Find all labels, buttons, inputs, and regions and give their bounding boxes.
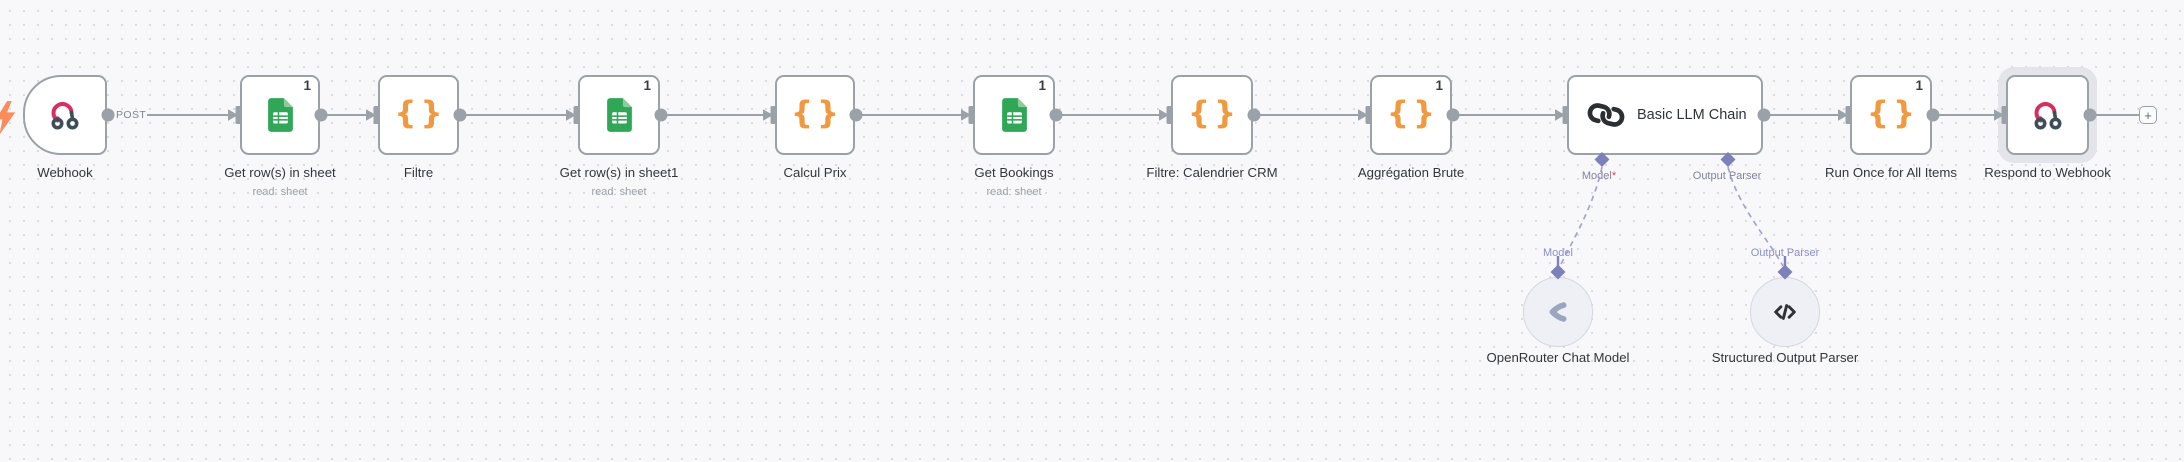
model-connector-label: Model [1543,247,1573,259]
node-subtitle: read: sheet [591,186,647,198]
google-sheets-icon [973,75,1055,155]
node-label: Aggrégation Brute [1357,165,1465,180]
output-port-label: POST [116,109,147,121]
node-get-rows-in-sheet1[interactable]: 1 Get row(s) in sheet1 read: sheet [560,75,678,198]
node-get-rows-in-sheet[interactable]: 1 Get row(s) in sheet read: sheet [224,75,336,198]
code-icon: {} [394,94,447,131]
openrouter-icon [1543,297,1573,327]
node-webhook-box[interactable] [23,75,107,155]
google-sheets-icon [578,75,660,155]
node-calcul-prix[interactable]: {} Calcul Prix [775,75,855,180]
node-label: Get Bookings [974,165,1054,180]
add-node-button[interactable]: + [2139,106,2157,124]
output-parser-input-label: Output Parser [1692,170,1762,182]
chain-icon [1587,97,1625,133]
items-count-badge: 1 [303,78,311,93]
subnode-label: Structured Output Parser [1711,350,1859,365]
node-label: Filtre: Calendrier CRM [1146,165,1278,180]
subnode-label: OpenRouter Chat Model [1486,350,1630,365]
output-parser-connector-label: Output Parser [1750,247,1820,259]
items-count-badge: 1 [643,78,651,93]
subnode-structured-output-parser[interactable] [1750,277,1820,347]
node-label: Get row(s) in sheet1 [559,165,679,180]
items-count-badge: 1 [1435,78,1443,93]
node-label: Calcul Prix [783,165,847,180]
node-subtitle: read: sheet [252,186,308,198]
google-sheets-icon [240,75,320,155]
node-box[interactable] [2006,75,2089,155]
node-aggregation-brute[interactable]: {} 1 Aggrégation Brute [1358,75,1464,180]
code-icon: {} [1187,94,1241,131]
webhook-icon [23,75,107,155]
code-brackets-icon [1771,298,1799,326]
node-run-once-for-all-items[interactable]: {} 1 Run Once for All Items [1825,75,1957,180]
plus-icon: + [2144,107,2152,123]
model-input-label: Model* [1581,170,1617,182]
node-subtitle: read: sheet [986,186,1042,198]
items-count-badge: 1 [1038,78,1046,93]
node-box[interactable] [378,75,459,155]
node-filtre-calendrier-crm[interactable]: {} Filtre: Calendrier CRM [1146,75,1278,180]
node-label: Basic LLM Chain [1637,107,1747,123]
node-label: Webhook [37,165,93,180]
node-respond-to-webhook[interactable]: Respond to Webhook [1984,75,2111,180]
node-label: Run Once for All Items [1825,165,1957,180]
code-icon: {} [1866,94,1920,131]
node-box[interactable] [1370,75,1452,155]
node-get-bookings[interactable]: 1 Get Bookings read: sheet [973,75,1055,198]
node-webhook[interactable]: Webhook POST [23,75,146,180]
node-label: Get row(s) in sheet [224,165,336,180]
code-icon: {} [790,94,844,131]
webhook-icon [2006,75,2089,155]
node-label: Respond to Webhook [1984,165,2111,180]
items-count-badge: 1 [1915,78,1923,93]
lightning-bolt-icon [0,101,16,135]
subnode-openrouter-chat-model[interactable] [1523,277,1593,347]
required-mark: * [1611,170,1617,182]
node-filtre[interactable]: {} Filtre [378,75,459,180]
code-icon: {} [1386,94,1440,131]
node-basic-llm-chain[interactable]: Basic LLM Chain [1567,75,1763,155]
node-label: Filtre [403,165,434,180]
